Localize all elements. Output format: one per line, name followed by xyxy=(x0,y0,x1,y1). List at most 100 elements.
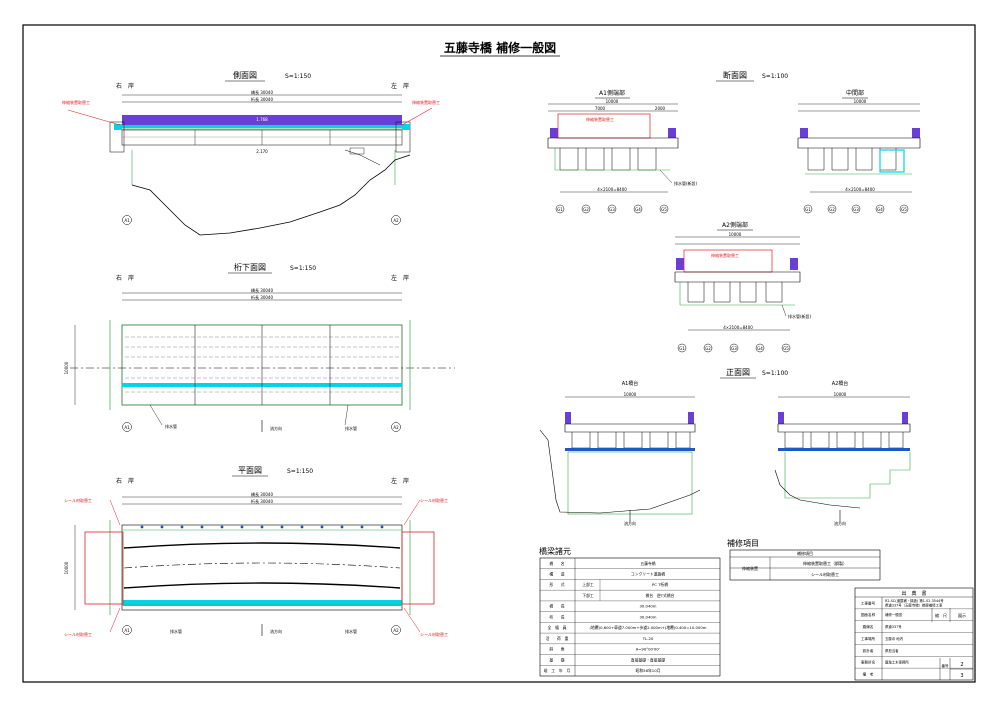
repair-title: 補修項目 xyxy=(727,538,759,548)
plan-label-drain: 排水管 xyxy=(170,628,182,634)
title-block-row-key: 図面名称 xyxy=(861,612,876,617)
plan-right-bank: 右 岸 xyxy=(116,477,134,485)
title-block-row-value: 鹿角土木事務所 xyxy=(885,660,909,665)
spec-row-key: 橋 長 xyxy=(549,604,564,609)
plan-dim-total: 橋長 30040 xyxy=(251,491,273,497)
side-view-title: 側面図 xyxy=(233,70,257,80)
plan-left-bank: 左 岸 xyxy=(391,477,409,485)
section-a1-dim-side: 2000 xyxy=(655,106,666,111)
svg-text:G1: G1 xyxy=(805,207,811,212)
svg-text:排水管: 排水管 xyxy=(345,425,357,431)
spec-row-value: PC T桁橋 xyxy=(652,582,668,587)
plan-seal-r2: シール材取替工 xyxy=(420,631,448,637)
title-block-row-key: 備 考 xyxy=(863,671,874,676)
spec-row-value: θ=90°00′00″ xyxy=(636,647,661,652)
plan-seal-l1: シール材取替工 xyxy=(64,497,92,503)
spec-row-value: TL-20 xyxy=(642,636,654,641)
under-left-bank: 左 岸 xyxy=(391,274,409,282)
spec-row-value: (地覆)0.600+車道7.000m+歩道2.000m+(地覆)0.400=10… xyxy=(590,625,707,630)
spec-row-key: 基 礎 xyxy=(549,657,564,662)
plan-view-scale: S=1:150 xyxy=(287,468,313,475)
front-view: 正面図 S=1:100 A1橋台 10000 流方向 A2橋台 10000 流方… xyxy=(539,368,911,526)
drawing-title: 五藤寺橋 補修一般図 xyxy=(444,40,556,55)
under-label-flow: 流方向 xyxy=(270,425,282,431)
title-block-scale-value: 図示 xyxy=(958,613,966,618)
plan-seal-l2: シール材取替工 xyxy=(64,631,92,637)
under-view: 桁下面図 S=1:150 右 岸 左 岸 橋長 30040 桁長 30040 1… xyxy=(64,262,455,432)
front-view-title: 正面図 xyxy=(726,368,750,377)
section-mid-title: 中間部 xyxy=(846,89,864,97)
svg-text:排水管: 排水管 xyxy=(345,628,357,634)
under-view-scale: S=1:150 xyxy=(290,265,316,272)
side-note-left: 伸縮装置取替工 xyxy=(62,99,90,105)
svg-text:G4: G4 xyxy=(635,207,641,212)
spec-row-sub: 下部工 xyxy=(582,593,594,598)
side-deck-pavement xyxy=(122,115,402,125)
spec-row-key: 活 荷 重 xyxy=(546,636,569,641)
spec-row-value: コンクリート道路橋 xyxy=(631,571,665,576)
repair-group: 伸縮装置 xyxy=(742,565,758,571)
svg-text:G5: G5 xyxy=(901,207,907,212)
section-a1-dim-w: 10000 xyxy=(606,99,619,104)
spec-row-key: 形 式 xyxy=(549,582,564,587)
side-slope-top: 1.768 xyxy=(256,117,268,122)
section-a1-dim-road: 7000 xyxy=(595,106,606,111)
sheet-frame xyxy=(22,24,976,683)
spec-row-sub: 上部工 xyxy=(582,582,594,587)
svg-text:G2: G2 xyxy=(705,346,711,351)
front-a1-dim: 10000 xyxy=(624,392,637,397)
side-view-scale: S=1:150 xyxy=(285,73,311,80)
section-a2-title: A2側端部 xyxy=(722,221,748,229)
spec-row-key: 全 幅 員 xyxy=(548,625,567,630)
plan-seal-r1: シール材取替工 xyxy=(420,497,448,503)
title-block-row-value: R2-SC(道整補・構造) 第1-02-3544号 xyxy=(885,598,944,603)
spec-row-key: 竣 工 年 月 xyxy=(544,668,571,673)
svg-text:G1: G1 xyxy=(679,346,685,351)
svg-text:G2: G2 xyxy=(583,207,589,212)
spec-row-value: 直接基礎・直接基礎 xyxy=(631,657,665,662)
svg-text:G5: G5 xyxy=(783,346,789,351)
svg-text:10000: 10000 xyxy=(64,561,69,574)
title-block-row-key: 事務所名 xyxy=(861,660,876,665)
title-block-row-key: 工事番号 xyxy=(861,600,876,605)
repair-item-2: シール材取替工 xyxy=(811,571,839,577)
section-a2-bottom-dim: 4×2100=8400 xyxy=(723,325,753,330)
plan-label-flow: 流方向 xyxy=(270,628,282,634)
section-a2-repair: 伸縮装置取替工 xyxy=(711,252,739,258)
side-view: 側面図 S=1:150 右 岸 左 岸 橋長 30040 桁長 30040 1.… xyxy=(62,70,440,236)
section-a1-title: A1側端部 xyxy=(599,89,625,97)
under-label-drain: 排水管 xyxy=(165,423,177,429)
svg-text:G3: G3 xyxy=(731,346,737,351)
svg-text:G3: G3 xyxy=(853,207,859,212)
spec-row-key: 斜 角 xyxy=(549,647,564,652)
plan-dim-girder: 桁長 30040 xyxy=(251,498,273,504)
svg-text:10000: 10000 xyxy=(64,361,69,374)
section-mid-bottom-dim: 4×2100=8400 xyxy=(845,187,875,192)
spec-row-value: 30.040m xyxy=(640,614,657,619)
plan-marker-a1: A1 xyxy=(124,628,130,633)
section-view-scale: S=1:100 xyxy=(762,73,788,80)
under-marker-a2: A2 xyxy=(393,425,399,430)
spec-row-key: 橋 名 xyxy=(549,561,564,566)
title-block-scale-label: 縮 尺 xyxy=(935,612,947,618)
section-a1-repair: 伸縮装置取替工 xyxy=(586,116,614,122)
title-block-row-value: 県道337号（五藤寺橋）橋梁補修工事 xyxy=(885,602,943,607)
title-block-sheet-no: 2 xyxy=(960,662,963,668)
side-note-right: 伸縮装置取替工 xyxy=(412,99,440,105)
under-right-bank: 右 岸 xyxy=(116,274,134,282)
spec-row-key: 桁 長 xyxy=(549,614,564,619)
svg-text:G4: G4 xyxy=(757,346,763,351)
title-block-row-key: 設計者 xyxy=(863,648,874,653)
section-view-title: 断面図 xyxy=(723,70,747,80)
section-a1-drain: 排水管(新設) xyxy=(674,180,698,186)
front-view-scale: S=1:100 xyxy=(762,370,788,377)
section-a2-drain: 排水管(新設) xyxy=(788,313,812,319)
spec-row-value: 昭和56年10月 xyxy=(636,668,661,673)
section-mid-dim-w: 10000 xyxy=(854,99,867,104)
spec-title: 橋梁諸元 xyxy=(539,546,571,556)
title-block-row-value: 県担当者 xyxy=(885,648,899,653)
side-right-bank: 右 岸 xyxy=(116,82,134,90)
svg-text:G5: G5 xyxy=(661,207,667,212)
front-a2-flow: 流方向 xyxy=(834,520,846,526)
side-slope-bottom: 2.170 xyxy=(256,149,268,154)
